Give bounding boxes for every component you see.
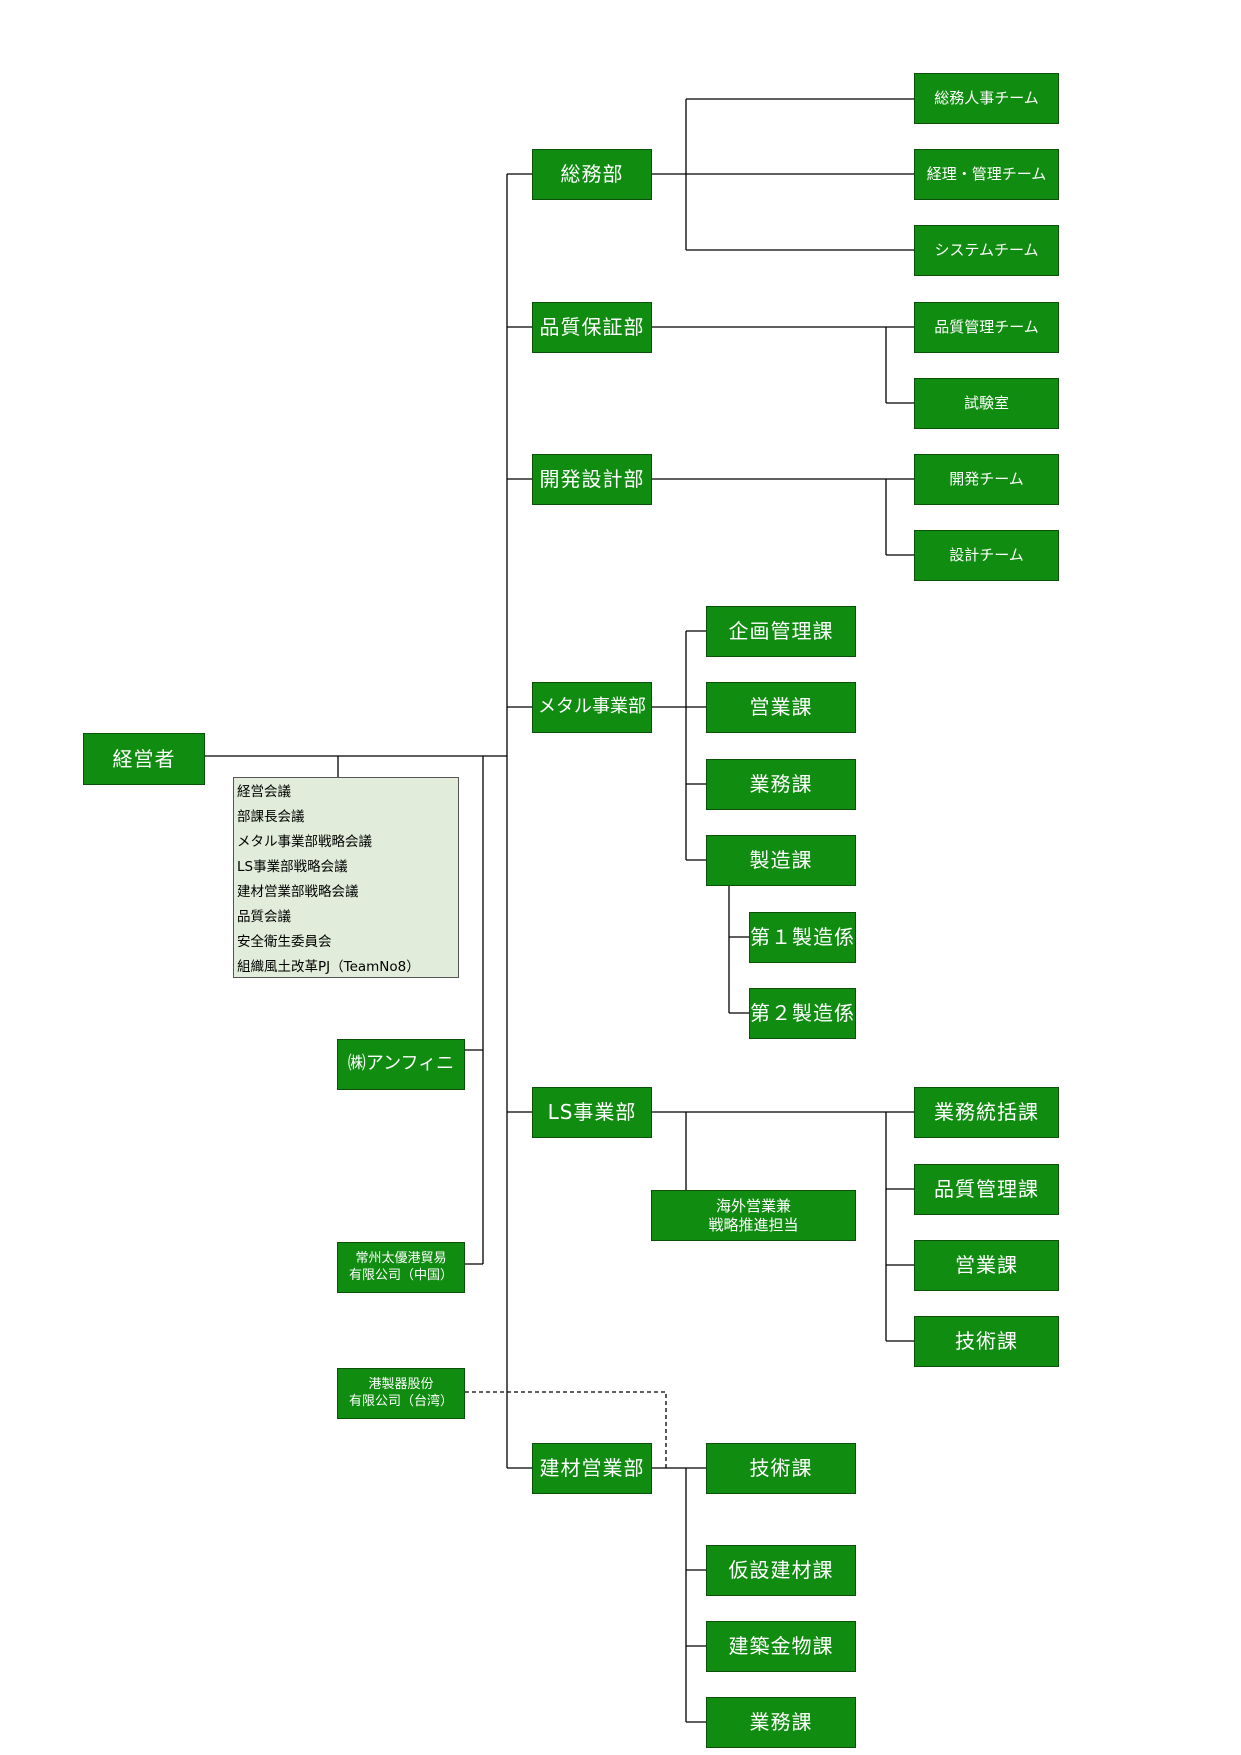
dept-quality-assurance-box: 品質保証部 (532, 302, 652, 353)
section-box: 仮設建材課 (706, 1545, 856, 1596)
affiliate-amphini-box: ㈱アンフィニ (337, 1039, 465, 1090)
overseas-sales-line1: 海外営業兼 (715, 1196, 791, 1215)
subsection-box: 第１製造係 (749, 912, 856, 963)
ceo-box: 経営者 (83, 733, 205, 785)
meeting-item: 品質会議 (237, 909, 291, 925)
meeting-item: メタル事業部戦略会議 (237, 834, 372, 850)
subsection-box: 第２製造係 (749, 988, 856, 1039)
section-box: 品質管理課 (914, 1164, 1059, 1215)
team-box: 経理・管理チーム (914, 149, 1059, 200)
section-box: 技術課 (914, 1316, 1059, 1367)
team-box: 試験室 (914, 378, 1059, 429)
affiliate-taiwan-line2: 有限公司（台湾） (348, 1393, 453, 1409)
section-box: 業務課 (706, 1697, 856, 1748)
meetings-list: 経営会議 部課長会議 メタル事業部戦略会議 LS事業部戦略会議 建材営業部戦略会… (233, 777, 459, 978)
dept-building-materials-box: 建材営業部 (532, 1443, 652, 1494)
team-box: 品質管理チーム (914, 302, 1059, 353)
team-box: 総務人事チーム (914, 73, 1059, 124)
meeting-item: 部課長会議 (237, 809, 305, 825)
affiliate-changzhou-line1: 常州太優港貿易 (355, 1251, 447, 1267)
affiliate-taiwan-box: 港製器股份 有限公司（台湾） (337, 1368, 465, 1419)
dept-ls-box: LS事業部 (532, 1087, 652, 1138)
team-box: システムチーム (914, 225, 1059, 276)
section-box: 営業課 (914, 1240, 1059, 1291)
section-box: 製造課 (706, 835, 856, 886)
affiliate-changzhou-box: 常州太優港貿易 有限公司（中国） (337, 1242, 465, 1293)
section-box: 企画管理課 (706, 606, 856, 657)
section-box: 業務課 (706, 759, 856, 810)
section-box: 業務統括課 (914, 1087, 1059, 1138)
team-box: 設計チーム (914, 530, 1059, 581)
meeting-item: LS事業部戦略会議 (237, 859, 348, 875)
team-box: 開発チーム (914, 454, 1059, 505)
meeting-item: 建材営業部戦略会議 (237, 884, 359, 900)
meeting-item: 安全衛生委員会 (237, 934, 332, 950)
dept-general-affairs-box: 総務部 (532, 149, 652, 200)
affiliate-taiwan-line1: 港製器股份 (368, 1377, 434, 1393)
section-box: 営業課 (706, 682, 856, 733)
affiliate-changzhou-line2: 有限公司（中国） (348, 1267, 453, 1283)
meeting-item: 組織風土改革PJ（TeamNo8） (237, 959, 420, 975)
meeting-item: 経営会議 (237, 784, 291, 800)
overseas-sales-line2: 戦略推進担当 (708, 1215, 799, 1234)
section-box: 技術課 (706, 1443, 856, 1494)
dept-development-box: 開発設計部 (532, 454, 652, 505)
section-box: 建築金物課 (706, 1621, 856, 1672)
overseas-sales-box: 海外営業兼 戦略推進担当 (651, 1190, 856, 1241)
dept-metal-box: メタル事業部 (532, 682, 652, 733)
